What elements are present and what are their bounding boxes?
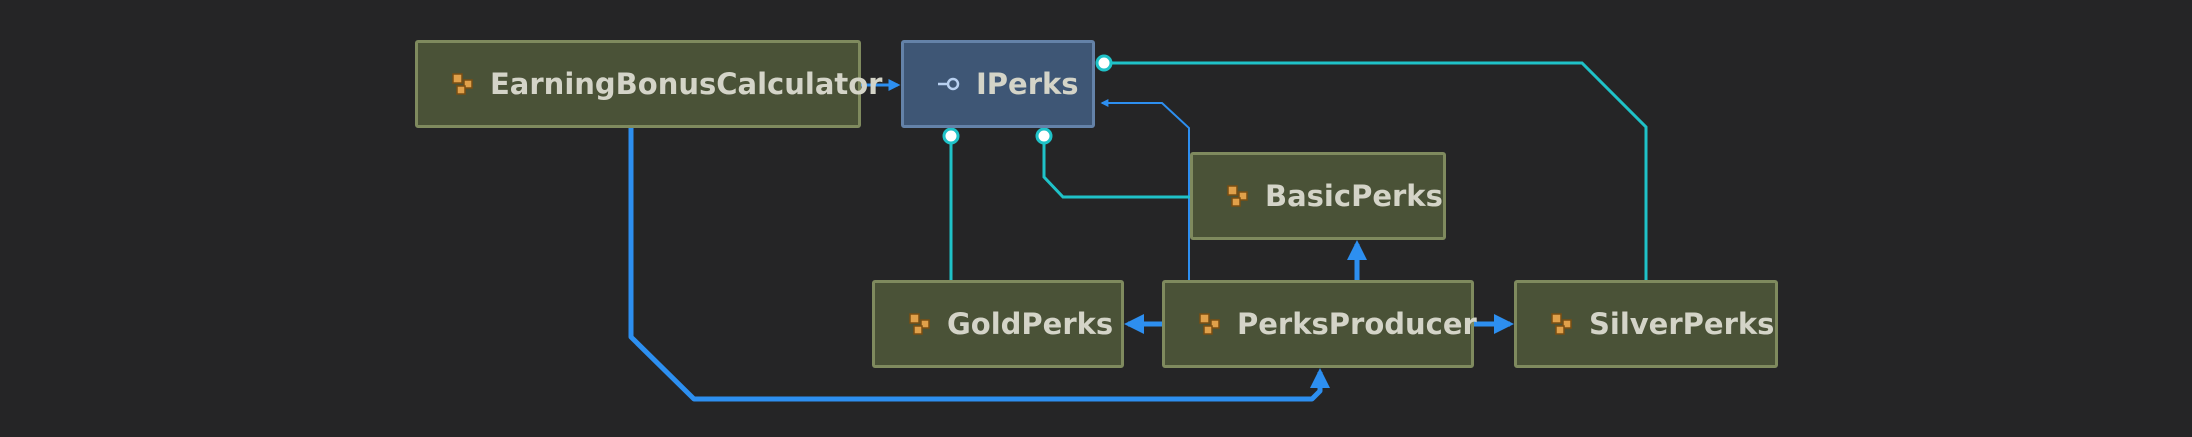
node-label: GoldPerks	[947, 307, 1114, 341]
interface-icon	[938, 77, 960, 91]
lollipop-goldperks	[942, 127, 960, 145]
class-icon	[1199, 313, 1220, 335]
class-icon	[1227, 185, 1248, 207]
node-silverperks[interactable]: SilverPerks	[1514, 280, 1778, 368]
node-label: SilverPerks	[1589, 307, 1775, 341]
node-label: EarningBonusCalculator	[490, 67, 883, 101]
node-perksproducer[interactable]: PerksProducer	[1162, 280, 1477, 368]
lollipop-silverperks	[1095, 54, 1113, 72]
node-label: BasicPerks	[1265, 179, 1443, 213]
lollipop-basicperks	[1035, 127, 1053, 145]
node-label: PerksProducer	[1237, 307, 1477, 341]
class-icon	[1551, 313, 1572, 335]
edge-basicperks-implements-iperks	[1042, 142, 1190, 199]
node-basicperks[interactable]: BasicPerks	[1190, 152, 1446, 240]
edge-earningbonuscalculator-to-perksproducer	[628, 127, 1330, 402]
node-goldperks[interactable]: GoldPerks	[872, 280, 1124, 368]
node-iperks[interactable]: IPerks	[901, 40, 1095, 128]
class-icon	[909, 313, 930, 335]
class-icon	[452, 73, 473, 95]
edge-silverperks-implements-iperks	[1112, 61, 1648, 280]
node-label: IPerks	[976, 67, 1079, 101]
edge-perksproducer-to-iperks	[1100, 99, 1190, 280]
node-earningbonuscalculator[interactable]: EarningBonusCalculator	[415, 40, 882, 128]
